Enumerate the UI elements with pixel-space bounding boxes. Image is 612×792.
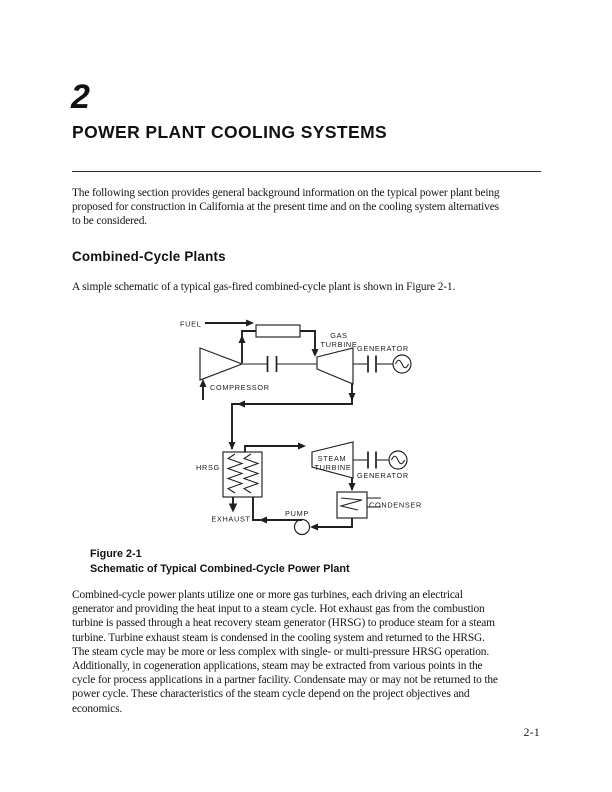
pump-symbol <box>293 518 311 536</box>
generator-top-label: GENERATOR <box>357 344 409 353</box>
diagram-labels: FUEL COMPRESSOR GAS TURBINE GENERATOR HR… <box>180 320 422 524</box>
hrsg-symbol <box>222 451 263 498</box>
combustor-symbol <box>255 324 301 338</box>
fuel-label: FUEL <box>180 320 201 329</box>
text-line: The steam cycle may be more or less comp… <box>72 645 490 658</box>
section-heading: Combined-Cycle Plants <box>72 249 226 264</box>
arrowhead <box>259 516 267 524</box>
figure-2-1-diagram: FUEL COMPRESSOR GAS TURBINE GENERATOR HR… <box>180 319 422 536</box>
steam-supply-line <box>244 445 300 452</box>
sine-wave-icon <box>395 359 409 369</box>
compressor-turbine-shaft-coupling <box>242 356 317 372</box>
hrsg-label: HRSG <box>196 463 220 472</box>
arrowhead <box>237 400 245 408</box>
arrowhead <box>348 483 356 491</box>
figure-caption-title: Schematic of Typical Combined-Cycle Powe… <box>90 562 350 575</box>
combustor-to-turbine-line <box>300 330 316 354</box>
arrowhead <box>246 319 254 327</box>
compressor-symbol <box>199 347 244 381</box>
text-line: to be considered. <box>72 215 147 228</box>
steam-turbine-label-line2: TURBINE <box>315 463 352 472</box>
hrsg-coil <box>226 453 244 494</box>
arrowhead <box>298 442 306 450</box>
exhaust-label: EXHAUST <box>211 515 250 524</box>
sine-wave-icon <box>391 455 405 465</box>
arrowhead <box>348 393 356 401</box>
arrowhead <box>311 349 319 357</box>
compressor-label: COMPRESSOR <box>210 383 270 392</box>
text-line: Combined-cycle power plants utilize one … <box>72 589 463 601</box>
text-line: proposed for construction in California … <box>72 201 499 214</box>
steam-turbine-label-line1: STEAM <box>318 454 347 463</box>
text-line: Additionally, in cogeneration applicatio… <box>72 660 483 673</box>
section-lead-sentence: A simple schematic of a typical gas-fire… <box>72 281 456 293</box>
gas-turbine-generator-symbol <box>353 354 412 374</box>
text-line: economics. <box>72 702 123 715</box>
header-divider <box>72 171 541 172</box>
text-line: cycle for process applications in a part… <box>72 674 498 687</box>
hrsg-coil <box>242 453 260 494</box>
condensate-to-pump-line <box>312 518 353 528</box>
text-line: generator and providing the heat input t… <box>72 603 485 616</box>
text-line: power cycle. These characteristics of th… <box>72 688 470 701</box>
gas-turbine-label-line2: TURBINE <box>321 340 358 349</box>
chapter-number: 2 <box>71 78 90 116</box>
gas-turbine-symbol <box>316 347 354 385</box>
compressor-discharge-line <box>241 330 256 363</box>
arrowhead <box>199 379 207 387</box>
gas-turbine-label-line1: GAS <box>330 331 348 340</box>
arrowhead <box>238 335 246 343</box>
condenser-label: CONDENSER <box>369 501 422 510</box>
intro-paragraph: The following section provides general b… <box>72 186 500 229</box>
steam-turbine-generator-symbol <box>353 450 408 470</box>
generator-bottom-label: GENERATOR <box>357 471 409 480</box>
text-line: turbine is passed through a heat recover… <box>72 617 495 630</box>
arrowhead <box>228 442 236 450</box>
arrowhead <box>310 523 318 531</box>
figure-caption-label: Figure 2-1 <box>90 548 142 560</box>
page-number: 2-1 <box>523 726 540 739</box>
condenser-coil <box>338 497 363 511</box>
text-line: turbine. Turbine exhaust steam is conden… <box>72 631 485 644</box>
pump-label: PUMP <box>285 509 309 518</box>
flow-arrowheads <box>199 319 356 531</box>
body-paragraph: Combined-cycle power plants utilize one … <box>72 588 498 716</box>
chapter-title: POWER PLANT COOLING SYSTEMS <box>72 122 388 142</box>
arrowhead <box>228 503 238 513</box>
pump-to-hrsg-line <box>252 497 302 521</box>
steam-turbine-symbol <box>311 441 354 479</box>
figure-caption: Figure 2-1 Schematic of Typical Combined… <box>90 547 350 576</box>
text-line: The following section provides general b… <box>72 187 500 199</box>
gas-turbine-exhaust-line <box>231 384 353 449</box>
condenser-symbol <box>336 491 381 519</box>
